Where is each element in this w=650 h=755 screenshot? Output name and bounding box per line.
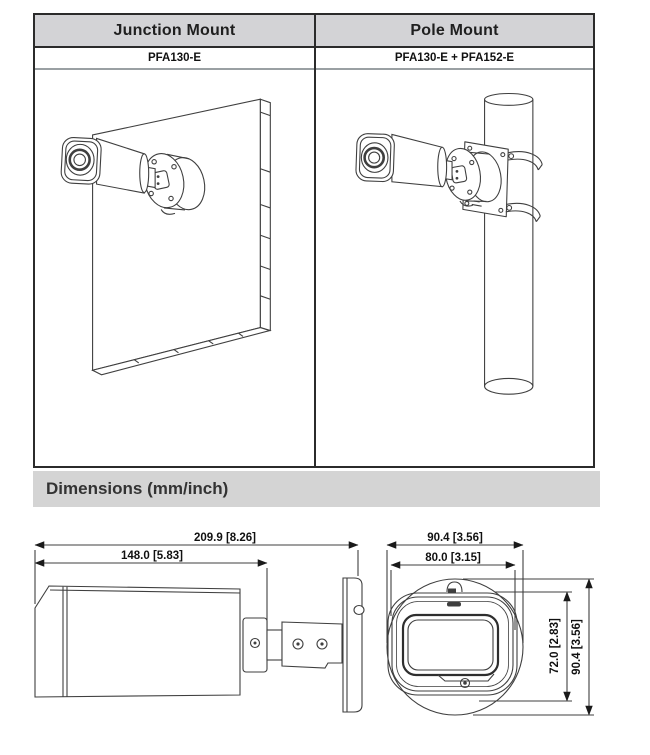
dim-inner-height-label: 72.0 [2.83] (549, 618, 561, 674)
dim-body-length-label: 148.0 [5.83] (121, 550, 183, 562)
mount-table: Junction Mount PFA130-E (33, 13, 595, 468)
dim-outer-height-label: 90.4 [3.56] (571, 619, 583, 675)
dim-inner-width-label: 80.0 [3.15] (425, 552, 481, 564)
junction-mount-column: Junction Mount PFA130-E (35, 15, 314, 466)
dimensions-section-title: Dimensions (mm/inch) (46, 479, 228, 499)
junction-mount-drawing-cell (35, 70, 314, 466)
pole-mount-header: Pole Mount (316, 15, 593, 48)
front-view-container: 90.4 [3.56] 80.0 [3.15] 72.0 [2.83] 90.4… (375, 518, 640, 750)
dimensions-section-header: Dimensions (mm/inch) (33, 471, 600, 507)
pole-mount-drawing-cell (316, 70, 593, 466)
pole-mount-model: PFA130-E + PFA152-E (316, 48, 593, 70)
junction-mount-drawing (35, 70, 314, 466)
front-view-drawing: 90.4 [3.56] 80.0 [3.15] 72.0 [2.83] 90.4… (375, 518, 640, 750)
dim-overall-length-label: 209.9 [8.26] (194, 532, 256, 544)
side-view-container: 209.9 [8.26] 148.0 [5.83] (25, 520, 380, 750)
junction-mount-model: PFA130-E (35, 48, 314, 70)
dim-outer-width-label: 90.4 [3.56] (427, 532, 483, 544)
pole-mount-column: Pole Mount PFA130-E + PFA152-E (314, 15, 593, 466)
pole-mount-drawing (316, 70, 593, 466)
junction-mount-header: Junction Mount (35, 15, 314, 48)
side-view-drawing: 209.9 [8.26] 148.0 [5.83] (25, 520, 380, 750)
